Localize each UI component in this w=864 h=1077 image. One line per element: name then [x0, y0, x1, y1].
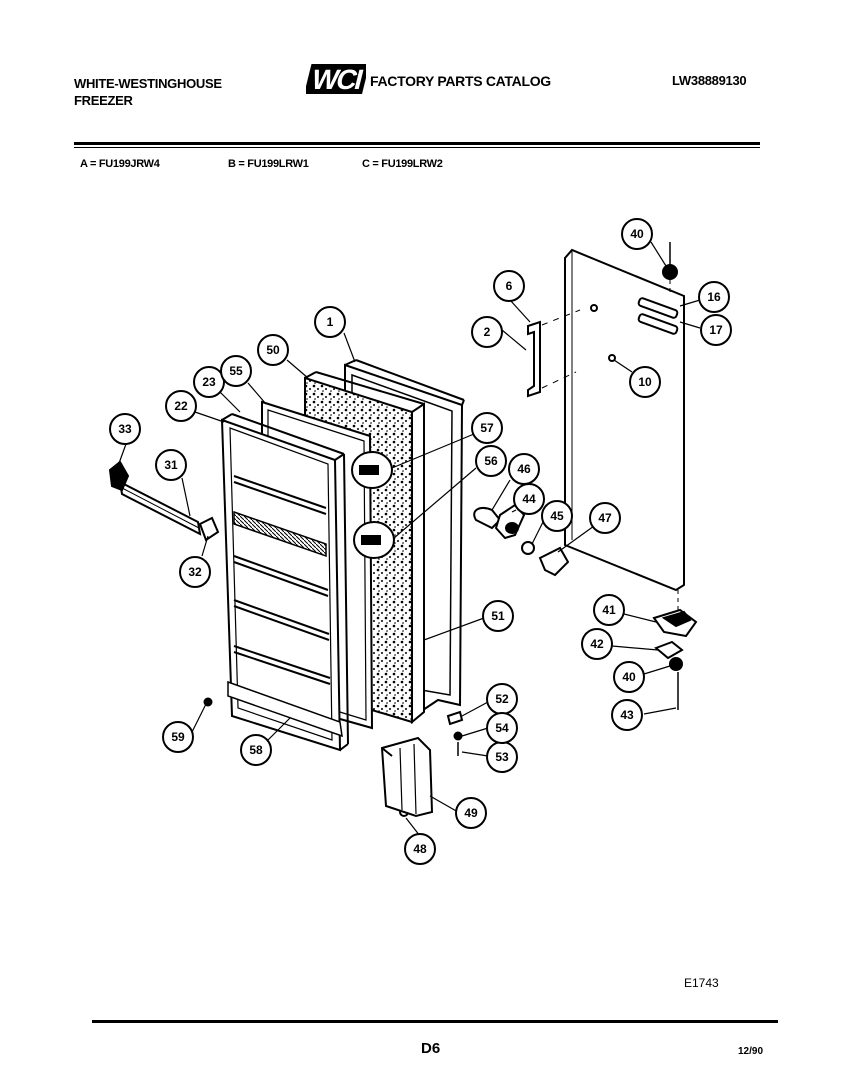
door-liner	[220, 413, 349, 752]
brand-name: WHITE-WESTINGHOUSE	[74, 76, 222, 91]
svg-text:17: 17	[709, 323, 723, 337]
callout-1: 1	[314, 306, 346, 338]
svg-text:59: 59	[171, 730, 185, 744]
callout-2: 2	[471, 316, 503, 348]
svg-text:6: 6	[506, 279, 513, 293]
svg-text:23: 23	[202, 375, 216, 389]
model-c: C = FU199LRW2	[362, 158, 443, 170]
svg-text:33: 33	[118, 422, 132, 436]
svg-text:40: 40	[630, 227, 644, 241]
callout-45: 45	[541, 500, 573, 532]
callout-33: 33	[109, 413, 141, 445]
svg-text:58: 58	[249, 743, 263, 757]
svg-text:32: 32	[188, 565, 202, 579]
callout-43: 43	[611, 699, 643, 731]
callout-41: 41	[593, 594, 625, 626]
callout-42: 42	[581, 628, 613, 660]
door-handle	[527, 320, 541, 398]
svg-text:55: 55	[229, 364, 243, 378]
header-rule	[74, 142, 760, 145]
callout-56: 56	[475, 445, 507, 477]
footer-rule	[92, 1020, 778, 1023]
callout-31: 31	[155, 449, 187, 481]
handle-bar	[108, 460, 220, 542]
screw-59	[203, 697, 213, 707]
svg-text:54: 54	[495, 721, 509, 735]
svg-text:52: 52	[495, 692, 509, 706]
callout-54: 54	[486, 712, 518, 744]
callout-10: 10	[629, 366, 661, 398]
part-45	[521, 541, 535, 555]
callout-49: 49	[455, 797, 487, 829]
callout-47: 47	[589, 502, 621, 534]
callout-17: 17	[700, 314, 732, 346]
callout-22: 22	[165, 390, 197, 422]
svg-text:31: 31	[164, 458, 178, 472]
svg-text:47: 47	[598, 511, 612, 525]
callout-58: 58	[240, 734, 272, 766]
callout-6: 6	[493, 270, 525, 302]
callout-57: 57	[471, 412, 503, 444]
svg-text:51: 51	[491, 609, 505, 623]
svg-text:16: 16	[707, 290, 721, 304]
svg-text:WCI: WCI	[308, 64, 364, 96]
callout-40-top: 40	[621, 218, 653, 250]
callout-51: 51	[482, 600, 514, 632]
svg-text:57: 57	[480, 421, 494, 435]
part-47	[538, 546, 570, 577]
svg-text:46: 46	[517, 462, 531, 476]
svg-text:44: 44	[522, 492, 536, 506]
svg-text:1: 1	[327, 315, 334, 329]
callout-52: 52	[486, 683, 518, 715]
callout-44: 44	[513, 483, 545, 515]
svg-text:50: 50	[266, 343, 280, 357]
figure-code: E1743	[684, 976, 719, 990]
model-b: B = FU199LRW1	[228, 158, 309, 170]
product-type: FREEZER	[74, 93, 133, 108]
svg-text:2: 2	[484, 325, 491, 339]
model-a: A = FU199JRW4	[80, 158, 160, 170]
svg-text:41: 41	[602, 603, 616, 617]
svg-text:56: 56	[484, 454, 498, 468]
svg-text:42: 42	[590, 637, 604, 651]
callout-46: 46	[508, 453, 540, 485]
svg-text:49: 49	[464, 806, 478, 820]
svg-text:48: 48	[413, 842, 427, 856]
callout-32: 32	[179, 556, 211, 588]
svg-text:43: 43	[620, 708, 634, 722]
kick-bracket	[380, 736, 434, 818]
svg-text:45: 45	[550, 509, 564, 523]
svg-text:40: 40	[622, 670, 636, 684]
callout-16: 16	[698, 281, 730, 313]
callout-53: 53	[486, 741, 518, 773]
catalog-title: FACTORY PARTS CATALOG	[370, 73, 551, 89]
svg-text:53: 53	[495, 750, 509, 764]
page-number: D6	[421, 1040, 441, 1057]
callout-55: 55	[220, 355, 252, 387]
header-rule-thin	[74, 147, 760, 148]
svg-text:22: 22	[174, 399, 188, 413]
catalog-date: 12/90	[738, 1046, 764, 1057]
callout-59: 59	[162, 721, 194, 753]
callout-48: 48	[404, 833, 436, 865]
svg-text:10: 10	[638, 375, 652, 389]
wci-logo: WCI	[306, 64, 366, 96]
door-outer-sheet	[564, 248, 685, 592]
callout-23: 23	[193, 366, 225, 398]
callout-50: 50	[257, 334, 289, 366]
catalog-number: LW38889130	[672, 73, 747, 88]
callout-40-bottom: 40	[613, 661, 645, 693]
